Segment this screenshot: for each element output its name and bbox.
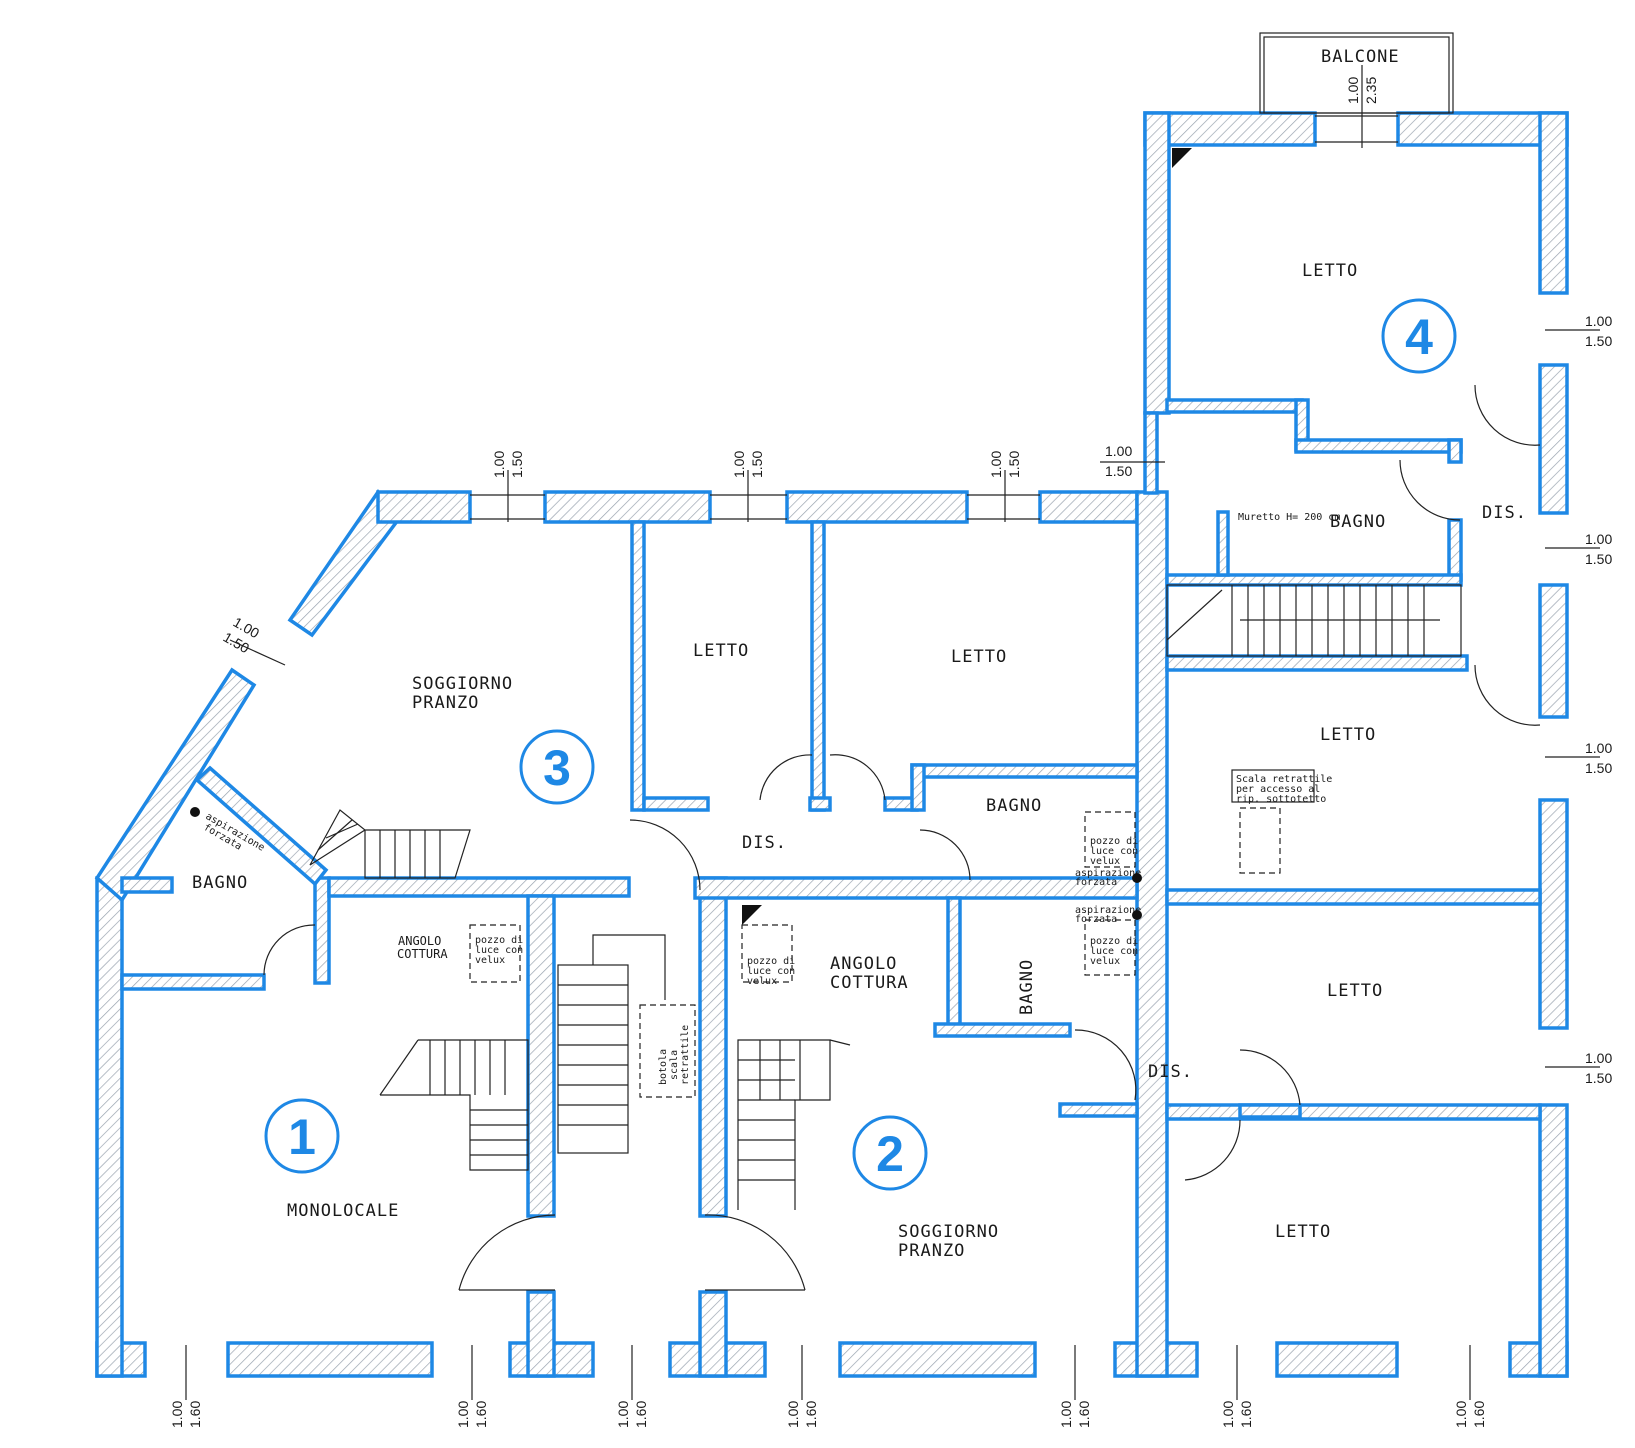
label-letto-e1: LETTO: [1320, 725, 1376, 745]
label-dis-2: DIS.: [1148, 1062, 1193, 1082]
svg-text:2: 2: [876, 1126, 904, 1182]
dim-1-00: 1.00: [1585, 1050, 1612, 1066]
label-bagno-3: BAGNO: [192, 873, 248, 893]
dim-1-00: 1.00: [491, 451, 507, 478]
label-letto-4: LETTO: [1302, 261, 1358, 281]
note-pozzo-c2: luce con: [1090, 846, 1138, 857]
label-letto-3b: LETTO: [951, 647, 1007, 667]
dim-1-50: 1.50: [1585, 333, 1612, 349]
dim-1-50: 1.50: [1585, 760, 1612, 776]
note-pozzo-b3: velux: [747, 976, 777, 987]
note-aspirazione-c2: forzata: [1075, 877, 1117, 888]
label-bagno-2: BAGNO: [1017, 959, 1037, 1015]
note-aspirazione-c1: aspirazione: [1075, 868, 1141, 879]
dimension-ticks: [185, 65, 1600, 1400]
dim-1-50: 1.50: [1585, 1070, 1612, 1086]
note-botola-2: scala: [669, 1050, 680, 1080]
note-pozzo-a3: velux: [475, 955, 505, 966]
label-dis-3: DIS.: [742, 833, 787, 853]
note-pozzo-d1: pozzo di: [1090, 936, 1138, 947]
room-labels: BALCONE LETTO BAGNO DIS. LETTO LETTO LET…: [192, 47, 1527, 1261]
label-dis-4: DIS.: [1482, 503, 1527, 523]
note-pozzo-c1: pozzo di: [1090, 836, 1138, 847]
note-scala-1: Scala retrattile: [1236, 774, 1332, 785]
note-muretto: Muretto H= 200 cm: [1238, 512, 1340, 523]
dim-2-35: 2.35: [1363, 77, 1379, 104]
dim-1-50: 1.50: [1006, 451, 1022, 478]
dim-1-00: 1.00: [1220, 1401, 1236, 1428]
dim-1-00: 1.00: [785, 1401, 801, 1428]
dim-1-60: 1.60: [1471, 1401, 1487, 1428]
label-angolo-2: ANGOLO: [830, 954, 897, 974]
dim-1-00: 1.00: [1585, 531, 1612, 547]
unit-marker-1: 1: [264, 1098, 340, 1174]
note-scala-3: rip. sottotetto: [1236, 794, 1326, 805]
dim-1-00: 1.00: [455, 1401, 471, 1428]
dim-1-00: 1.00: [1058, 1401, 1074, 1428]
dim-1-60: 1.60: [803, 1401, 819, 1428]
dim-1-00: 1.00: [169, 1401, 185, 1428]
dim-1-50: 1.50: [749, 451, 765, 478]
note-scala-2: per accesso al: [1236, 784, 1320, 795]
svg-text:3: 3: [543, 740, 571, 796]
note-aspirazione-d1: aspirazione: [1075, 905, 1141, 916]
label-bagno-3b: BAGNO: [986, 796, 1042, 816]
unit-markers: 1 2 3 4: [264, 298, 1457, 1191]
label-letto-e3: LETTO: [1275, 1222, 1331, 1242]
dim-1-60: 1.60: [187, 1401, 203, 1428]
dim-1-00: 1.00: [615, 1401, 631, 1428]
dim-1-50: 1.50: [509, 451, 525, 478]
note-aspirazione-d2: forzata: [1075, 914, 1117, 925]
note-pozzo-a1: pozzo di: [475, 935, 523, 946]
label-soggiorno-3: SOGGIORNO: [412, 674, 513, 694]
dim-1-00: 1.00: [731, 451, 747, 478]
label-balcone: BALCONE: [1321, 47, 1400, 67]
label-soggiorno-2: SOGGIORNO: [898, 1222, 999, 1242]
fan-icon: [190, 807, 200, 817]
fan-icon: [1132, 873, 1142, 883]
dim-1-50: 1.50: [1585, 551, 1612, 567]
label-cottura-2: COTTURA: [830, 973, 909, 993]
note-pozzo-a2: luce con: [475, 945, 523, 956]
dim-1-00: 1.00: [1345, 77, 1361, 104]
label-letto-3a: LETTO: [693, 641, 749, 661]
note-botola-1: botola: [658, 1049, 669, 1085]
dim-1-60: 1.60: [633, 1401, 649, 1428]
dim-1-60: 1.60: [473, 1401, 489, 1428]
note-botola-3: retrattile: [680, 1025, 691, 1085]
label-bagno-4: BAGNO: [1330, 512, 1386, 532]
note-pozzo-b2: luce con: [747, 966, 795, 977]
unit-marker-3: 3: [519, 729, 595, 805]
walls: [94, 32, 1569, 1378]
unit-marker-2: 2: [852, 1115, 928, 1191]
note-pozzo-b1: pozzo di: [747, 956, 795, 967]
fan-icon: [1132, 910, 1142, 920]
dim-1-00: 1.00: [1105, 443, 1132, 459]
dim-1-00: 1.00: [1453, 1401, 1469, 1428]
svg-text:1: 1: [288, 1109, 316, 1165]
note-pozzo-c3: velux: [1090, 856, 1120, 867]
label-letto-e2: LETTO: [1327, 981, 1383, 1001]
dim-1-00: 1.00: [1585, 740, 1612, 756]
label-pranzo-3: PRANZO: [412, 693, 479, 713]
dim-1-50: 1.50: [1105, 463, 1132, 479]
dimension-labels: 1.00 1.50 1.00 1.50 1.00 1.50 1.00 2.35 …: [169, 77, 1612, 1428]
dim-1-60: 1.60: [1076, 1401, 1092, 1428]
dim-1-60: 1.60: [1238, 1401, 1254, 1428]
dim-1-00: 1.00: [1585, 313, 1612, 329]
label-angolo-1: ANGOLO: [398, 934, 441, 948]
label-cottura-1: COTTURA: [397, 947, 448, 961]
stairs-and-doors: [263, 148, 1541, 1291]
label-pranzo-2: PRANZO: [898, 1241, 965, 1261]
svg-text:4: 4: [1405, 309, 1433, 365]
note-pozzo-d3: velux: [1090, 956, 1120, 967]
dim-1-00: 1.00: [988, 451, 1004, 478]
unit-marker-4: 4: [1381, 298, 1457, 374]
note-pozzo-d2: luce con: [1090, 946, 1138, 957]
label-monolocale: MONOLOCALE: [287, 1201, 399, 1221]
notes: Muretto H= 200 cm Scala retrattile per a…: [190, 512, 1340, 1085]
